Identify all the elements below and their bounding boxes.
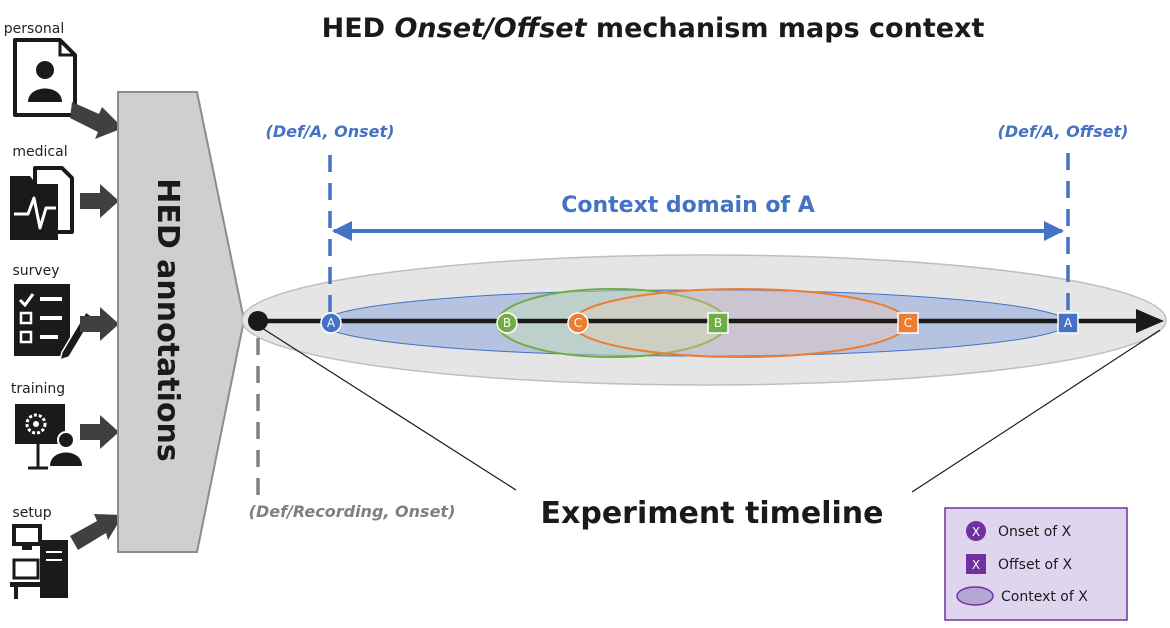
marker-a-offset-letter: A [1064,316,1073,330]
marker-c-offset-letter: C [904,316,912,330]
legend-offset-label: Offset of X [998,557,1072,573]
zoom-line-left [261,327,517,491]
source-label-personal: personal [4,21,64,37]
legend-context-label: Context of X [1001,589,1088,605]
marker-b-offset: B [707,312,729,334]
hed-annotations-block [117,91,246,553]
marker-b-onset-letter: B [503,316,511,330]
hed-annotations-label: HED annotations [150,178,185,462]
arrow-survey [80,307,119,341]
legend-offset-letter: X [972,558,980,572]
a-onset-annotation: (Def/A, Onset) [266,122,395,141]
legend-offset-symbol [966,554,986,574]
legend-context-symbol [956,586,994,606]
page-title: HED Onset/Offset mechanism maps context [322,13,985,44]
arrow-training [80,415,119,449]
source-label-setup: setup [12,505,51,521]
timeline-label: Experiment timeline [541,496,884,531]
marker-c-onset-letter: C [574,316,582,330]
source-arrows [70,102,123,550]
marker-b-offset-letter: B [714,316,722,330]
zoom-line-right [911,329,1161,493]
arrow-personal [70,102,123,139]
training-icon [15,404,82,470]
timeline-start-dot [248,311,268,331]
marker-c-offset: C [897,312,919,334]
legend-onset-letter: X [972,525,980,539]
source-label-survey: survey [12,263,59,279]
marker-a-onset-letter: A [327,316,336,330]
arrow-medical [80,184,119,218]
marker-b-onset: B [496,312,518,334]
context-domain-label: Context domain of A [561,193,815,218]
marker-c-onset: C [567,312,589,334]
source-label-medical: medical [12,144,67,160]
arrow-setup [70,514,123,550]
personal-icon [13,38,77,117]
medical-icon [10,166,74,240]
recording-onset-annotation: (Def/Recording, Onset) [249,502,456,521]
setup-icon [10,524,68,599]
marker-a-onset: A [320,312,342,334]
marker-a-offset: A [1057,312,1079,334]
timeline-arrowhead [1136,309,1164,333]
legend: X Onset of X X Offset of X Context of X [944,507,1128,621]
legend-onset-symbol [966,521,986,541]
a-offset-annotation: (Def/A, Offset) [998,122,1129,141]
legend-onset-label: Onset of X [998,524,1072,540]
source-label-training: training [11,381,65,397]
